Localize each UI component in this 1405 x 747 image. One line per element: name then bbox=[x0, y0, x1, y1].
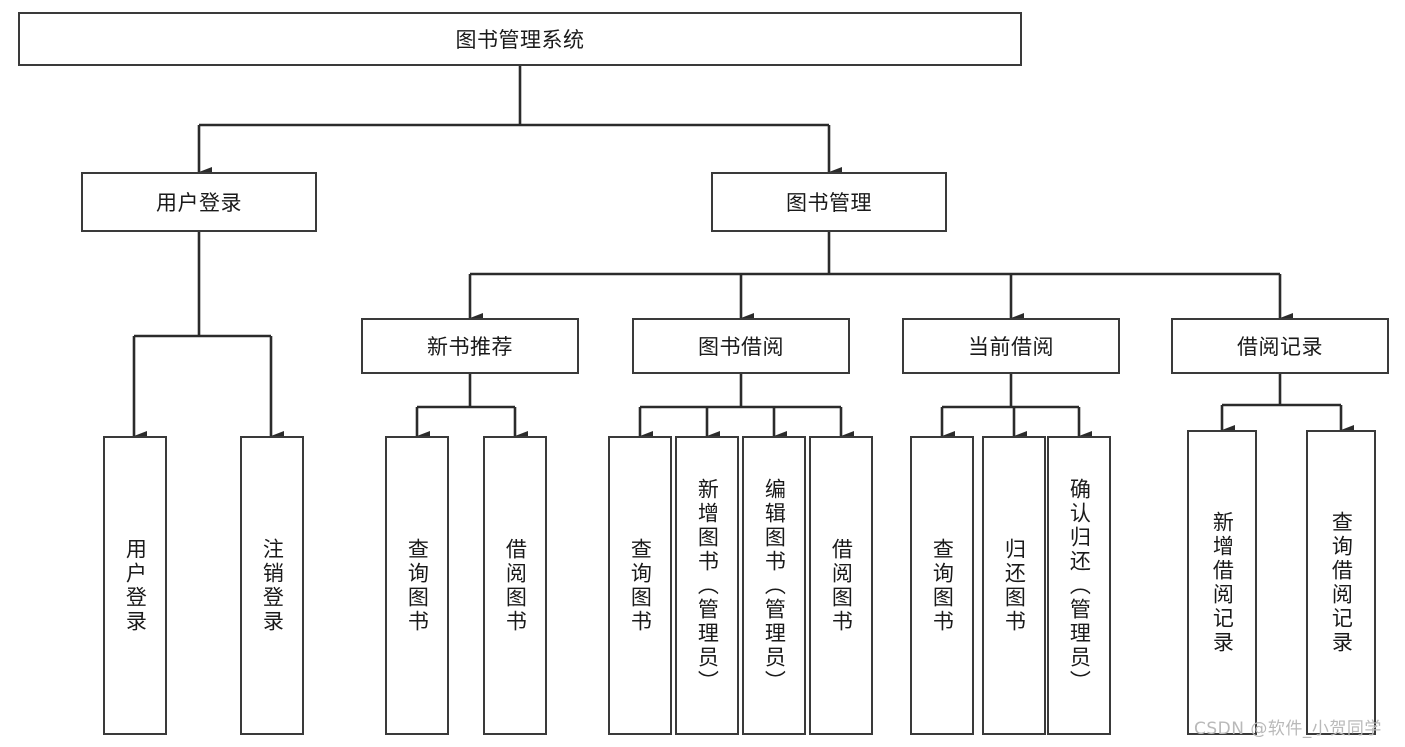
node-leaf-11[interactable]: 新增借阅记录 bbox=[1187, 430, 1257, 735]
node-leaf-9[interactable]: 归还图书 bbox=[982, 436, 1046, 735]
node-leaf-5[interactable]: 新增图书（管理员） bbox=[675, 436, 739, 735]
node-leaf-0[interactable]: 用户登录 bbox=[103, 436, 167, 735]
node-level3-0[interactable]: 新书推荐 bbox=[361, 318, 579, 374]
node-level3-2[interactable]: 当前借阅 bbox=[902, 318, 1120, 374]
node-leaf-label: 注销登录 bbox=[260, 537, 285, 634]
node-leaf-label: 归还图书 bbox=[1002, 537, 1027, 634]
node-leaf-label: 新增图书（管理员） bbox=[695, 477, 720, 694]
node-leaf-label: 查询图书 bbox=[405, 537, 430, 634]
node-leaf-10[interactable]: 确认归还（管理员） bbox=[1047, 436, 1111, 735]
node-leaf-label: 编辑图书（管理员） bbox=[762, 477, 787, 694]
node-leaf-label: 新增借阅记录 bbox=[1210, 510, 1235, 655]
node-level3-label: 新书推荐 bbox=[427, 335, 513, 359]
node-root[interactable]: 图书管理系统 bbox=[18, 12, 1022, 66]
node-leaf-label: 借阅图书 bbox=[829, 537, 854, 634]
node-leaf-label: 确认归还（管理员） bbox=[1067, 477, 1092, 694]
node-leaf-1[interactable]: 注销登录 bbox=[240, 436, 304, 735]
node-level3-label: 图书借阅 bbox=[698, 335, 784, 359]
node-leaf-label: 借阅图书 bbox=[503, 537, 528, 634]
node-leaf-7[interactable]: 借阅图书 bbox=[809, 436, 873, 735]
node-level2-1[interactable]: 图书管理 bbox=[711, 172, 947, 232]
node-leaf-label: 查询图书 bbox=[930, 537, 955, 634]
node-root-label: 图书管理系统 bbox=[455, 28, 585, 52]
node-leaf-label: 用户登录 bbox=[123, 537, 148, 634]
node-leaf-label: 查询图书 bbox=[628, 537, 653, 634]
node-leaf-4[interactable]: 查询图书 bbox=[608, 436, 672, 735]
node-leaf-12[interactable]: 查询借阅记录 bbox=[1306, 430, 1376, 735]
node-level2-0[interactable]: 用户登录 bbox=[81, 172, 317, 232]
node-leaf-6[interactable]: 编辑图书（管理员） bbox=[742, 436, 806, 735]
node-level3-3[interactable]: 借阅记录 bbox=[1171, 318, 1389, 374]
node-level3-1[interactable]: 图书借阅 bbox=[632, 318, 850, 374]
node-leaf-2[interactable]: 查询图书 bbox=[385, 436, 449, 735]
node-leaf-label: 查询借阅记录 bbox=[1329, 510, 1354, 655]
csdn-watermark: CSDN @软件_小贺同学 bbox=[1194, 719, 1382, 739]
node-level2-label: 用户登录 bbox=[156, 191, 242, 215]
node-leaf-3[interactable]: 借阅图书 bbox=[483, 436, 547, 735]
node-leaf-8[interactable]: 查询图书 bbox=[910, 436, 974, 735]
node-level3-label: 借阅记录 bbox=[1237, 335, 1323, 359]
node-level3-label: 当前借阅 bbox=[968, 335, 1054, 359]
node-level2-label: 图书管理 bbox=[786, 191, 872, 215]
